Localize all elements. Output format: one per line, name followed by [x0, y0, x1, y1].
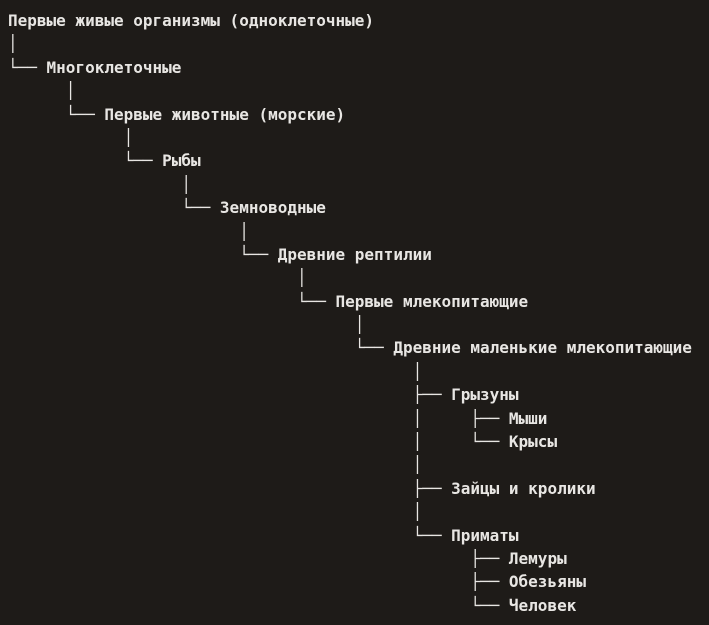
tree-line: │ — [8, 315, 365, 335]
tree-line: ├── Лемуры — [8, 548, 567, 568]
tree-line: ├── Зайцы и кролики — [8, 478, 596, 498]
tree-line: └── Древние рептилии — [8, 244, 432, 264]
tree-line: └── Древние маленькие млекопитающие — [8, 338, 692, 358]
tree-line: ├── Обезьяны — [8, 572, 586, 592]
tree-line: │ — [8, 174, 192, 194]
tree-line: ├── Грызуны — [8, 385, 519, 405]
tree-line: │ — [8, 361, 423, 381]
tree-line: └── Рыбы — [8, 151, 201, 171]
tree-line: └── Земноводные — [8, 198, 326, 218]
tree-line: │ ├── Мыши — [8, 408, 548, 428]
tree-line: └── Человек — [8, 595, 577, 615]
tree-line: └── Первые млекопитающие — [8, 291, 529, 311]
tree-line: │ — [8, 268, 307, 288]
tree-line: └── Приматы — [8, 525, 519, 545]
tree-line: │ — [8, 502, 423, 522]
tree-line: │ └── Крысы — [8, 432, 558, 452]
tree-line: │ — [8, 127, 134, 147]
tree-line: └── Первые животные (морские) — [8, 104, 346, 124]
tree-line: └── Многоклеточные — [8, 57, 182, 77]
tree-line: Первые живые организмы (одноклеточные) — [8, 11, 375, 30]
tree-line: │ — [8, 455, 423, 475]
tree-line: │ — [8, 81, 76, 101]
tree-line: │ — [8, 34, 18, 54]
tree-line: │ — [8, 221, 249, 241]
